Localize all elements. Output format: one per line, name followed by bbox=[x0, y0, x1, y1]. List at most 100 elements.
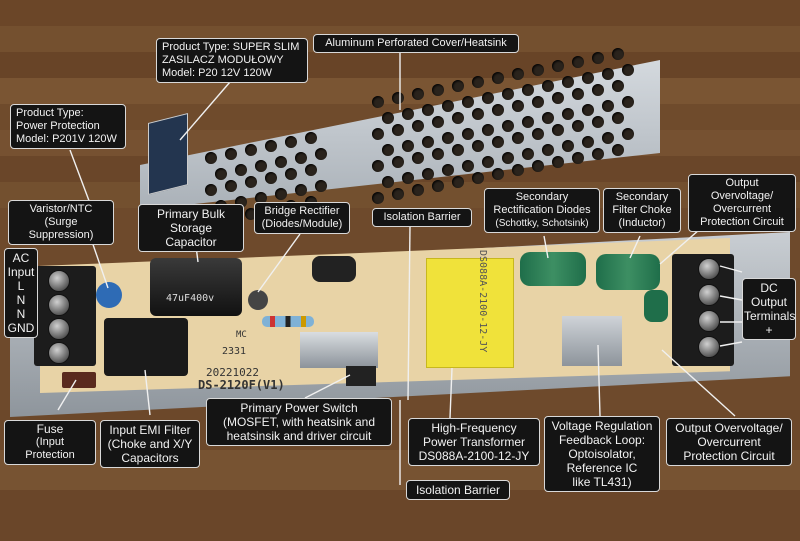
label-primary-switch: Primary Power Switch (MOSFET, with heats… bbox=[206, 398, 392, 446]
cover-hole bbox=[582, 136, 594, 148]
cover-hole bbox=[572, 88, 584, 100]
cover-hole bbox=[602, 132, 614, 144]
cover-hole bbox=[602, 100, 614, 112]
cover-hole bbox=[492, 168, 504, 180]
wood-plank bbox=[0, 490, 800, 541]
cover-hole bbox=[472, 172, 484, 184]
cover-hole bbox=[372, 128, 384, 140]
cover-hole bbox=[462, 96, 474, 108]
cover-hole bbox=[572, 56, 584, 68]
cover-hole bbox=[602, 68, 614, 80]
cover-hole bbox=[482, 92, 494, 104]
cover-hole bbox=[442, 100, 454, 112]
cover-hole bbox=[382, 144, 394, 156]
cover-hole bbox=[532, 64, 544, 76]
board-code: 2331 bbox=[222, 346, 247, 357]
cover-hole bbox=[622, 64, 634, 76]
cover-hole bbox=[275, 156, 287, 168]
board-model: DS-2120F(V1) bbox=[198, 378, 285, 392]
cover-hole bbox=[422, 104, 434, 116]
label-dc-output: DC Output Terminals + bbox=[742, 278, 796, 340]
cover-hole bbox=[532, 128, 544, 140]
emi-choke-component bbox=[104, 318, 188, 376]
label-emi-filter: Input EMI Filter (Choke and X/Y Capacito… bbox=[100, 420, 200, 468]
label-bulk-capacitor: Primary Bulk Storage Capacitor bbox=[138, 204, 244, 252]
cover-hole bbox=[452, 112, 464, 124]
cover-hole bbox=[412, 120, 424, 132]
cover-hole bbox=[492, 104, 504, 116]
label-ovp-top: Output Overvoltage/ Overcurrent Protecti… bbox=[688, 174, 796, 232]
cover-hole bbox=[562, 108, 574, 120]
cover-hole bbox=[432, 148, 444, 160]
cover-hole bbox=[582, 72, 594, 84]
wood-plank bbox=[0, 0, 800, 26]
bulk-capacitor bbox=[150, 258, 242, 316]
cover-hole bbox=[432, 180, 444, 192]
cover-hole bbox=[225, 148, 237, 160]
label-feedback-loop: Voltage Regulation Feedback Loop: Optois… bbox=[544, 416, 660, 492]
screw-terminal-icon bbox=[48, 318, 70, 340]
cover-hole bbox=[542, 144, 554, 156]
cover-hole bbox=[305, 164, 317, 176]
label-fuse: Fuse (Input Protection bbox=[4, 420, 96, 465]
cover-hole bbox=[612, 48, 624, 60]
screw-terminal-icon bbox=[48, 342, 70, 364]
cover-hole bbox=[315, 148, 327, 160]
screw-terminal-icon bbox=[698, 310, 720, 332]
board-mc: MC bbox=[236, 330, 247, 340]
screw-terminal-icon bbox=[48, 270, 70, 292]
cover-hole bbox=[215, 168, 227, 180]
cover-hole bbox=[592, 148, 604, 160]
label-ovp-bottom: Output Overvoltage/ Overcurrent Protecti… bbox=[666, 418, 792, 466]
cover-hole bbox=[265, 172, 277, 184]
cover-hole bbox=[482, 124, 494, 136]
label-transformer: High-Frequency Power Transformer DS088A-… bbox=[408, 418, 540, 466]
cover-hole bbox=[622, 128, 634, 140]
cover-hole bbox=[392, 156, 404, 168]
cover-hole bbox=[592, 52, 604, 64]
cover-hole bbox=[382, 112, 394, 124]
cover-hole bbox=[255, 192, 267, 204]
cover-hole bbox=[462, 128, 474, 140]
cover-hole bbox=[612, 80, 624, 92]
cover-hole bbox=[552, 156, 564, 168]
secondary-capacitor bbox=[520, 252, 586, 286]
cover-hole bbox=[492, 136, 504, 148]
cover-hole bbox=[562, 140, 574, 152]
cover-hole bbox=[502, 152, 514, 164]
board-date: 20221022 bbox=[206, 366, 259, 379]
cover-hole bbox=[502, 88, 514, 100]
cover-hole bbox=[512, 68, 524, 80]
mosfet-component bbox=[346, 366, 376, 386]
cover-hole bbox=[552, 92, 564, 104]
cover-hole bbox=[512, 100, 524, 112]
cover-hole bbox=[382, 176, 394, 188]
cover-hole bbox=[512, 132, 524, 144]
cover-hole bbox=[612, 112, 624, 124]
cover-hole bbox=[315, 180, 327, 192]
resistor-component bbox=[262, 316, 314, 327]
cover-hole bbox=[402, 172, 414, 184]
cover-hole bbox=[522, 84, 534, 96]
screw-terminal-icon bbox=[698, 336, 720, 358]
cover-hole bbox=[422, 168, 434, 180]
small-capacitor bbox=[312, 256, 356, 282]
label-cover: Aluminum Perforated Cover/Heatsink bbox=[313, 34, 519, 53]
cover-hole bbox=[492, 72, 504, 84]
bridge-rectifier bbox=[248, 290, 268, 310]
cover-hole bbox=[392, 188, 404, 200]
cover-hole bbox=[572, 152, 584, 164]
cover-hole bbox=[612, 144, 624, 156]
screw-terminal-icon bbox=[698, 284, 720, 306]
cover-hole bbox=[285, 136, 297, 148]
bulk-cap-value: 47uF400v bbox=[166, 293, 215, 304]
cover-hole bbox=[205, 184, 217, 196]
cover-hole bbox=[582, 104, 594, 116]
label-isolation-barrier-bottom: Isolation Barrier bbox=[406, 480, 510, 500]
cover-hole bbox=[392, 92, 404, 104]
cover-hole bbox=[392, 124, 404, 136]
cover-hole bbox=[562, 76, 574, 88]
cover-hole bbox=[592, 84, 604, 96]
cover-hole bbox=[372, 160, 384, 172]
cover-hole bbox=[452, 176, 464, 188]
